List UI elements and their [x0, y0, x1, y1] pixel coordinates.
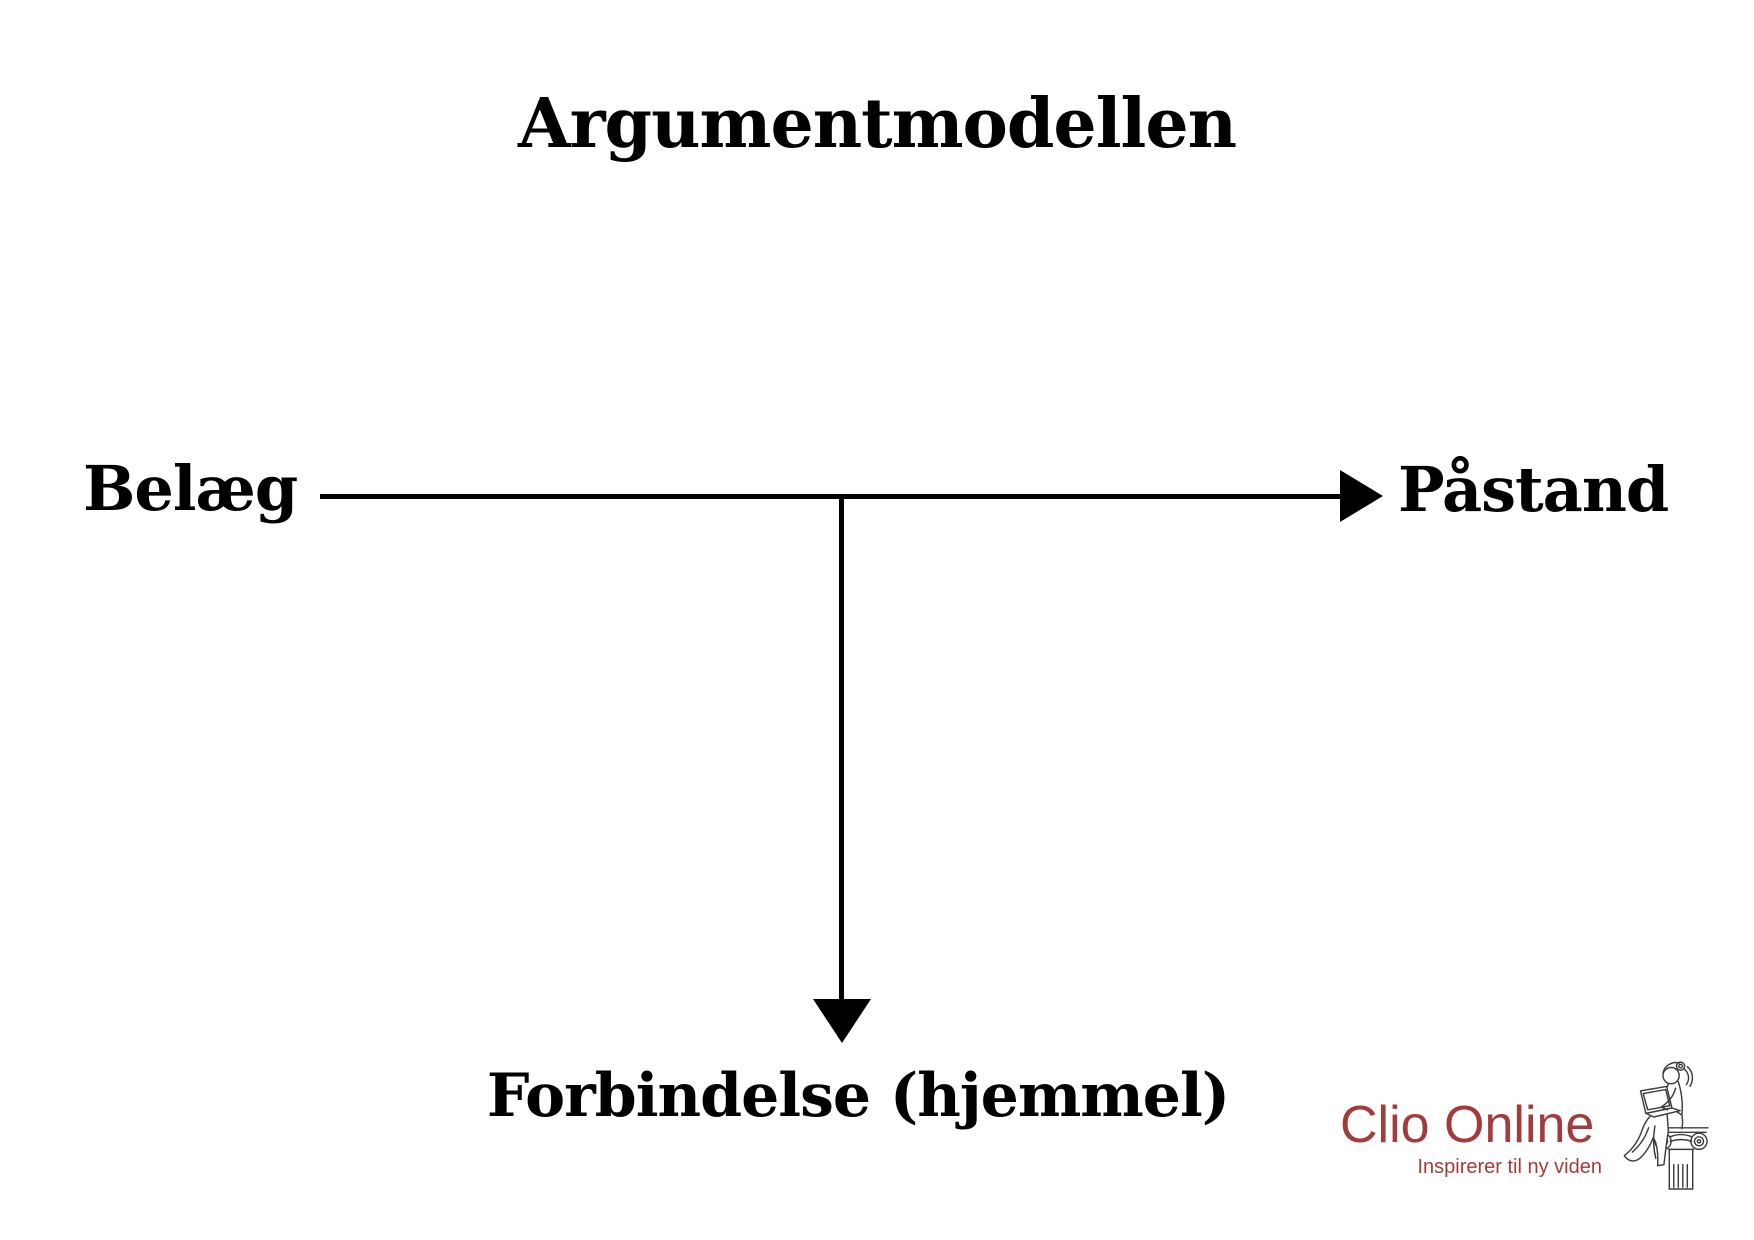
- horizontal-arrow-line: [320, 494, 1341, 499]
- arrowhead-down-icon: [813, 999, 871, 1043]
- logo-tagline-text: Inspirerer til ny viden: [1417, 1156, 1602, 1178]
- arrowhead-right-icon: [1340, 470, 1383, 522]
- logo-brand-text: Clio Online: [1340, 1096, 1595, 1154]
- node-label-pastand: Påstand: [1398, 453, 1669, 526]
- node-label-belaeg: Belæg: [83, 452, 298, 525]
- clio-muse-on-column-icon: [1623, 1061, 1709, 1190]
- clio-online-logo: Clio Online Inspirerer til ny viden: [1340, 1099, 1602, 1177]
- page-title: Argumentmodellen: [517, 84, 1237, 164]
- vertical-arrow-line: [839, 496, 844, 999]
- node-label-forbindelse: Forbindelse (hjemmel): [486, 1061, 1230, 1131]
